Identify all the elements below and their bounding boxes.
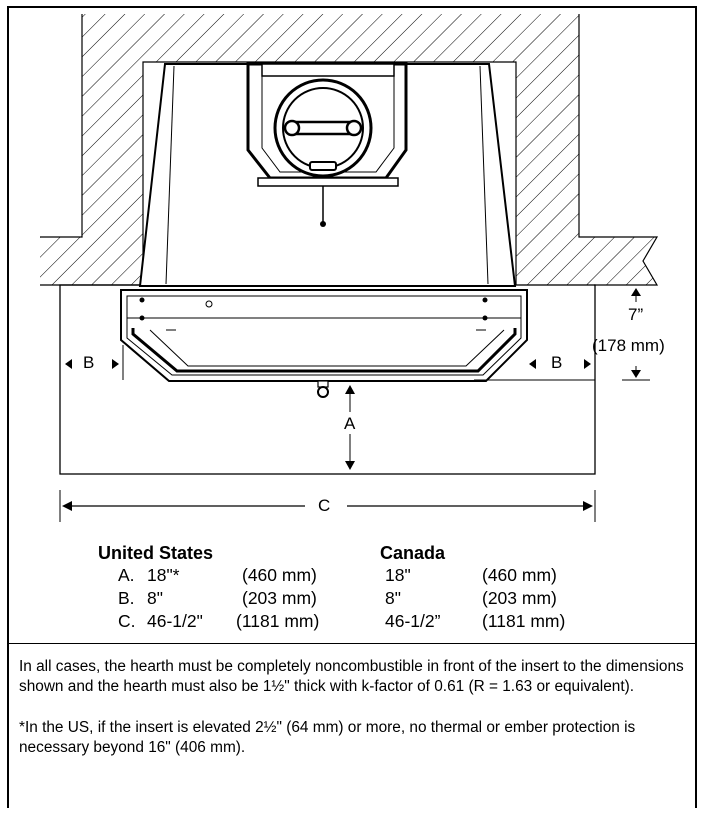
row-letter: B.	[118, 588, 135, 608]
us-inches: 46-1/2"	[147, 611, 203, 631]
row-letter: A.	[118, 565, 135, 585]
us-mm: (203 mm)	[242, 588, 317, 608]
figure-frame	[7, 6, 697, 808]
canada-mm: (203 mm)	[482, 588, 557, 608]
hearth-diagram	[40, 14, 659, 522]
dimension-label-c: C	[318, 496, 331, 515]
insert-faceplate	[120, 289, 528, 382]
us-inches: 18"*	[147, 565, 180, 585]
dimension-label-depth-mm: (178 mm)	[592, 336, 665, 355]
header-united-states: United States	[98, 543, 214, 563]
us-mm: (1181 mm)	[236, 611, 320, 631]
fireplace-masonry	[40, 14, 657, 285]
canada-mm: (460 mm)	[482, 565, 557, 585]
section-divider	[9, 643, 695, 644]
us-inches: 8"	[147, 588, 163, 608]
canada-inches: 46-1/2”	[385, 611, 441, 631]
us-footnote: *In the US, if the insert is elevated 2½…	[19, 719, 636, 756]
dimension-label-depth-in: 7”	[628, 305, 644, 324]
canada-inches: 18"	[385, 565, 411, 585]
canada-mm: (1181 mm)	[482, 611, 566, 631]
row-letter: C.	[118, 611, 136, 631]
canada-inches: 8"	[385, 588, 401, 608]
dimension-label-a: A	[344, 414, 356, 433]
us-mm: (460 mm)	[242, 565, 317, 585]
dimension-label-b-right: B	[551, 353, 563, 372]
header-canada: Canada	[380, 543, 446, 563]
hearth-requirement-note: In all cases, the hearth must be complet…	[19, 658, 684, 695]
dimension-label-b-left: B	[83, 353, 95, 372]
